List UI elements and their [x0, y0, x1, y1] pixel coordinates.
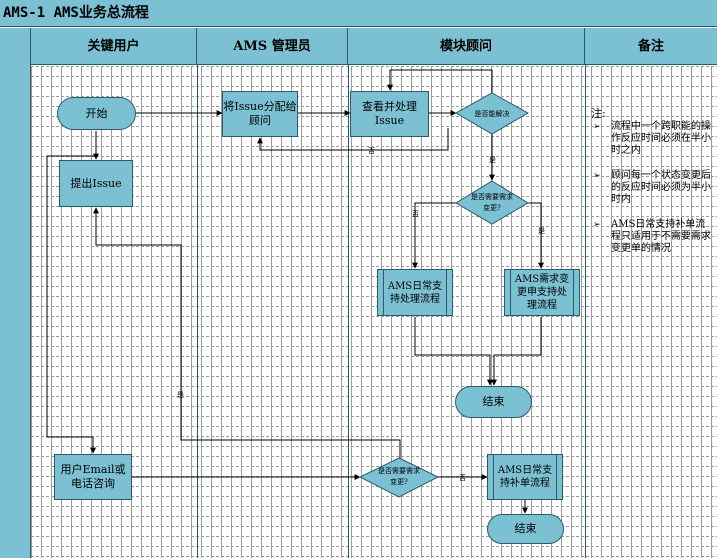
- edge-resolved-no: [257, 128, 449, 151]
- edge-loop-to-review: [387, 69, 493, 93]
- lane-header-key-user: 关键用户: [31, 28, 197, 65]
- lane-header-remarks: 备注: [585, 28, 717, 65]
- decision-change-label-2: 变更?: [483, 203, 501, 212]
- end-node-1: 结束: [455, 386, 532, 418]
- edge-label-change-no: 否: [412, 210, 419, 218]
- remarks-panel: 注: 流程中一个跨职能的操作反应时间必须在半小时之内 顾问每一个状态变更后的反应…: [591, 108, 711, 268]
- start-node: 开始: [57, 97, 136, 130]
- lane-divider: [197, 65, 198, 558]
- remarks-list: 流程中一个跨职能的操作反应时间必须在半小时之内 顾问每一个状态变更后的反应时间必…: [591, 121, 711, 255]
- daily-supplement-subprocess: AMS日常支持补单流程: [487, 454, 563, 500]
- edge-label-resolved-no: 否: [368, 147, 375, 155]
- end-node-2: 结束: [487, 514, 564, 544]
- decision-change2-label-1: 是否需要需求: [378, 466, 420, 475]
- edge-change-yes: [527, 202, 544, 269]
- decision-resolved-label: 是否能解决: [475, 109, 510, 118]
- change-support-subprocess: AMS需求变更申支持处理流程: [504, 269, 580, 316]
- remarks-item: 顾问每一个状态变更后的反应时间必须为半小时内: [591, 170, 711, 206]
- lane-header-consultant: 模块顾问: [348, 28, 585, 65]
- decision-change2-label-2: 变更?: [390, 477, 408, 486]
- edge-label-change-yes: 是: [538, 227, 545, 235]
- remarks-heading: 注:: [591, 107, 606, 120]
- diagram-title: AMS-1 AMS业务总流程: [0, 0, 717, 27]
- edge-change-no: [412, 202, 458, 269]
- email-phone-node: 用户Email或电话咨询: [54, 454, 132, 500]
- edge-q2-yes: [93, 207, 401, 458]
- edge-label-resolved-yes: 是: [489, 156, 496, 164]
- assign-issue-node: 将Issue分配给顾问: [222, 91, 298, 137]
- swimlane-left-band: [0, 28, 31, 558]
- review-issue-node: 查看并处理Issue: [350, 91, 429, 137]
- daily-support-subprocess: AMS日常支持处理流程: [377, 269, 453, 316]
- remarks-item: AMS日常支持补单流程只适用于不需要需求变更单的情况: [591, 219, 711, 255]
- decision-change-diamond: [455, 180, 529, 225]
- edge-daily-to-end: [414, 317, 493, 386]
- remarks-item: 流程中一个跨职能的操作反应时间必须在半小时之内: [591, 121, 711, 157]
- edge-change-to-end: [491, 317, 542, 386]
- submit-issue-node: 提出Issue: [59, 160, 133, 207]
- lane-divider: [348, 65, 349, 558]
- decision-resolved-diamond: [454, 92, 530, 135]
- lane-header-ams-manager: AMS 管理员: [197, 28, 348, 65]
- decision-change2-diamond: [358, 457, 440, 498]
- edge-label-q2-yes: 是: [177, 391, 184, 399]
- edge-start-to-email: [46, 155, 96, 454]
- decision-change-label-1: 是否需要需求: [471, 192, 513, 201]
- lane-divider: [585, 65, 586, 558]
- edge-label-q2-no: 否: [459, 474, 466, 482]
